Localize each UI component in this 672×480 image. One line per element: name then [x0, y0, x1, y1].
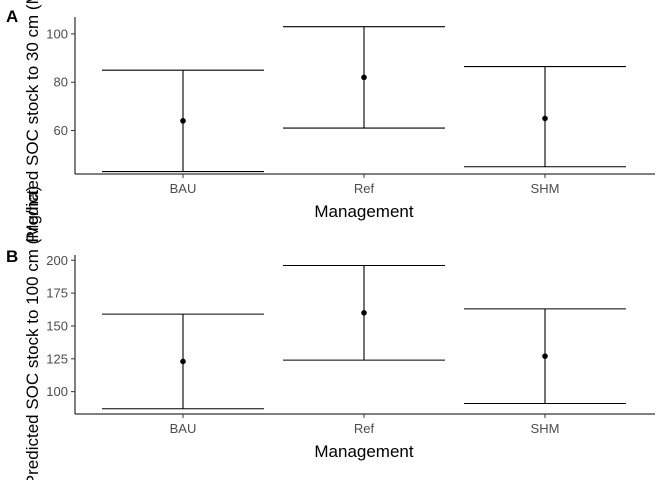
panel-b-tag: B — [6, 247, 18, 266]
panel-a-estimate-point — [180, 118, 186, 124]
panel-a-y-tick-label: 60 — [54, 123, 68, 138]
panel-a-x-axis-title: Management — [314, 202, 414, 221]
panel-b-x-tick-label: Ref — [354, 421, 375, 436]
panel-a-y-tick-label: 100 — [46, 26, 68, 41]
panel-b-y-tick-label: 150 — [46, 318, 68, 333]
panel-a-estimate-point — [542, 115, 548, 122]
panel-a-y-tick-label: 80 — [54, 75, 68, 90]
panel-a-tag: A — [6, 7, 18, 26]
panel-b-x-tick-label: SHM — [531, 421, 560, 436]
panel-b-estimate-point — [361, 310, 367, 316]
panel-b-x-tick-label: BAU — [170, 421, 197, 436]
panel-a: A Predicted SOC stock to 30 cm (Mg/ha) M… — [6, 0, 655, 243]
panel-b-y-tick-label: 200 — [46, 253, 68, 268]
panel-b-y-tick-label: 100 — [46, 384, 68, 399]
panel-b-y-tick-label: 125 — [46, 351, 68, 366]
panel-b-estimate-point — [542, 353, 548, 359]
panel-a-x-tick-label: SHM — [531, 181, 560, 196]
panel-a-estimate-point — [361, 74, 367, 81]
panel-b-y-axis-title: Predicted SOC stock to 100 cm (Mg/ha) — [23, 186, 42, 480]
panel-a-x-tick-label: Ref — [354, 181, 375, 196]
panel-b: B Predicted SOC stock to 100 cm (Mg/ha) … — [6, 186, 655, 480]
panel-b-y-tick-label: 175 — [46, 286, 68, 301]
panel-a-y-axis-title: Predicted SOC stock to 30 cm (Mg/ha) — [23, 0, 42, 243]
panel-b-estimate-point — [180, 358, 186, 365]
panel-a-x-tick-label: BAU — [170, 181, 197, 196]
panel-b-x-axis-title: Management — [314, 442, 414, 461]
